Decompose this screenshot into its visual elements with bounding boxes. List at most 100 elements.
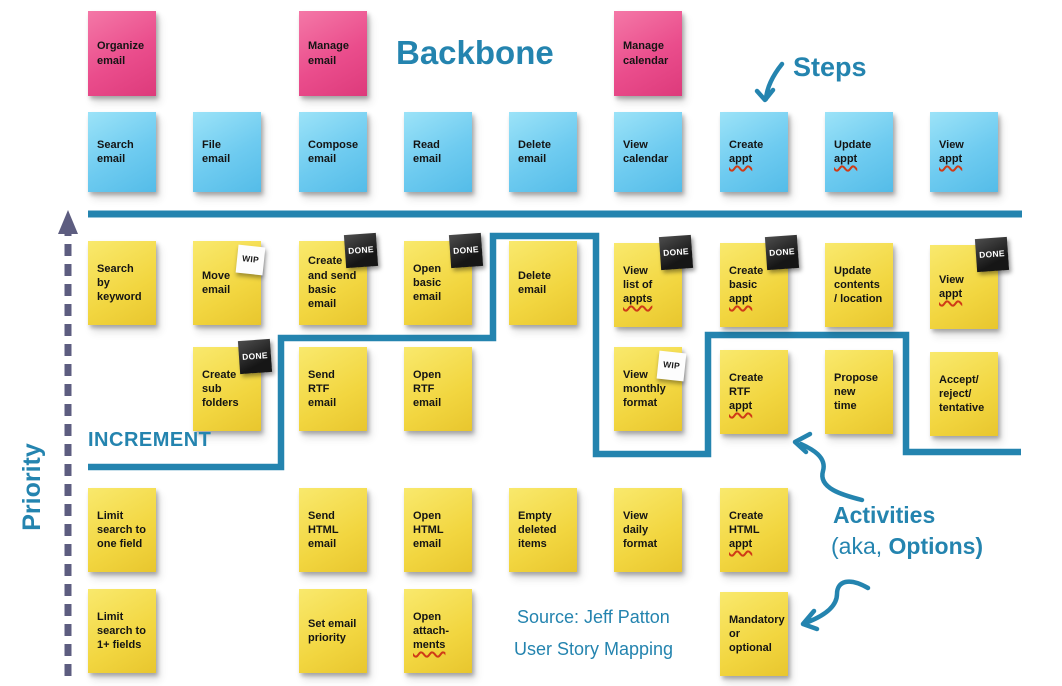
note-line: Update bbox=[834, 264, 872, 277]
note-line: calendar bbox=[623, 54, 669, 67]
note-line: appt bbox=[729, 538, 753, 551]
steps-arrow bbox=[754, 61, 785, 103]
note-line: appts bbox=[623, 293, 653, 306]
note-line: View bbox=[939, 273, 964, 286]
note-line: View bbox=[623, 509, 648, 522]
done-tag: DONE bbox=[343, 232, 379, 269]
note-line: or optional bbox=[729, 627, 772, 655]
note-line: Create bbox=[729, 509, 764, 522]
activities-aka-label: (aka, Options) bbox=[831, 533, 983, 560]
note-line: email bbox=[413, 397, 442, 410]
note-line: Delete bbox=[518, 138, 552, 151]
note-line: RTF bbox=[413, 382, 435, 395]
note-line: email bbox=[202, 284, 231, 296]
note-line: Manage bbox=[623, 40, 664, 53]
note-line: items bbox=[518, 538, 547, 551]
note-line: HTML bbox=[308, 523, 339, 536]
activities-arrow bbox=[792, 431, 865, 503]
note-line: calendar bbox=[623, 153, 669, 165]
note-line: email bbox=[308, 54, 337, 67]
note-line: and send bbox=[308, 269, 357, 282]
note-line: Empty bbox=[518, 509, 552, 522]
note-compose-email: Compose email bbox=[299, 112, 367, 192]
note-line: Search bbox=[97, 138, 134, 151]
note-line: basic bbox=[308, 284, 337, 296]
note-line: search to bbox=[97, 624, 146, 637]
note-line: time bbox=[834, 400, 857, 413]
note-line: one field bbox=[97, 538, 143, 551]
note-line: / location bbox=[834, 293, 883, 306]
note-line: email bbox=[413, 291, 442, 304]
done-tag: DONE bbox=[448, 232, 484, 269]
wip-tag: WIP bbox=[656, 350, 687, 382]
note-line: folders bbox=[202, 397, 239, 410]
note-line: search to bbox=[97, 523, 146, 536]
note-line: basic bbox=[413, 276, 442, 289]
backbone-title: Backbone bbox=[396, 34, 554, 71]
priority-label: Priority bbox=[18, 443, 46, 531]
activities-label: Activities bbox=[833, 502, 936, 528]
note-line: email bbox=[413, 153, 442, 165]
mandatory-arrow bbox=[800, 579, 871, 632]
note-line: priority bbox=[308, 632, 346, 644]
aka-prefix: (aka, bbox=[831, 533, 889, 559]
note-line: HTML bbox=[413, 523, 444, 536]
note-line: sub bbox=[202, 382, 222, 395]
note-line: email bbox=[308, 298, 337, 311]
note-line: Open bbox=[413, 509, 442, 522]
note-line: View bbox=[623, 138, 648, 151]
note-line: email bbox=[518, 284, 547, 296]
note-line: format bbox=[623, 397, 658, 410]
source-attribution-line2: User Story Mapping bbox=[514, 639, 674, 659]
note-line: 1+ fields bbox=[97, 639, 142, 652]
note-line: Accept/ bbox=[939, 373, 979, 386]
note-line: by bbox=[97, 276, 110, 289]
note-line: email bbox=[97, 153, 126, 165]
note-line: daily bbox=[623, 523, 649, 536]
note-line: Read bbox=[413, 138, 440, 151]
note-line: Mandatory bbox=[729, 613, 785, 626]
note-line: Limit bbox=[97, 509, 124, 522]
source-attribution-line1: Source: Jeff Patton bbox=[517, 607, 670, 627]
note-line: Create bbox=[202, 368, 237, 381]
priority-arrow-head bbox=[58, 210, 78, 234]
note-line: new bbox=[834, 385, 856, 398]
note-search-email: Search email bbox=[88, 112, 156, 192]
note-line: appt bbox=[939, 153, 963, 165]
note-line: RTF bbox=[308, 382, 330, 395]
done-tag: DONE bbox=[237, 338, 273, 375]
done-tag: DONE bbox=[974, 236, 1010, 273]
note-line: RTF bbox=[729, 385, 751, 398]
note-line: Create bbox=[729, 264, 764, 277]
note-line: Compose bbox=[308, 138, 359, 151]
note-line: email bbox=[308, 153, 337, 165]
note-line: tentative bbox=[939, 402, 985, 415]
note-line: email bbox=[308, 397, 337, 410]
done-tag: DONE bbox=[658, 234, 694, 271]
note-line: Open bbox=[413, 610, 442, 623]
